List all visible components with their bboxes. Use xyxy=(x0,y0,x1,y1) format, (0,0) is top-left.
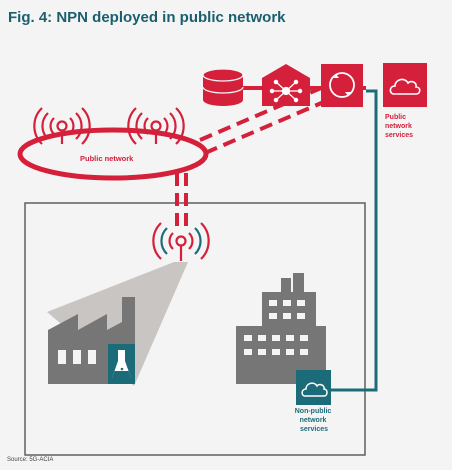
public-network-label: Public network xyxy=(80,154,134,163)
ran-link xyxy=(175,173,188,231)
antenna-icon xyxy=(152,222,210,261)
flask-icon xyxy=(108,344,135,384)
non-public-services-label: Non-public network services xyxy=(295,408,334,433)
coverage-cone xyxy=(47,262,188,386)
non-public-services-cloud-icon xyxy=(296,370,331,405)
npn-site-frame xyxy=(24,202,366,456)
public-services-label: Public network services xyxy=(385,114,414,139)
database-icon xyxy=(202,68,244,106)
network-core-icon xyxy=(262,64,310,106)
router-icon xyxy=(321,64,363,107)
office-building-icon xyxy=(236,273,326,384)
non-public-link xyxy=(331,89,378,392)
antenna-icon xyxy=(33,107,91,145)
public-services-cloud-icon xyxy=(383,63,427,107)
antenna-icon xyxy=(127,107,185,145)
backhaul-link xyxy=(199,83,334,155)
source-credit: Source: 5G-ACIA xyxy=(7,457,54,463)
figure-title: Fig. 4: NPN deployed in public network xyxy=(8,9,286,26)
